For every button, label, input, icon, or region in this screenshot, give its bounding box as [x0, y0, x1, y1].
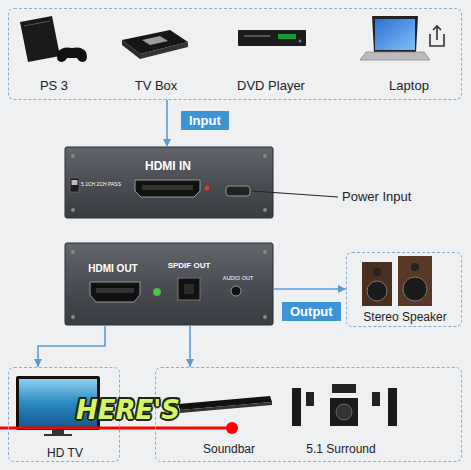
- dvd-player-icon: [278, 34, 296, 39]
- extractor-input-panel: [72, 180, 78, 185]
- stereo-speaker-icon: [411, 263, 419, 271]
- node-text: Stereo Speaker: [363, 311, 446, 324]
- stereo-speaker-icon: [362, 262, 392, 306]
- surround-speakers-icon: [306, 392, 314, 406]
- surround-speakers-icon: [336, 404, 352, 420]
- stereo-speaker-icon: [398, 256, 432, 306]
- power-input-leader: [252, 191, 338, 197]
- dvd-player-icon: [299, 40, 302, 43]
- stereo-speaker-icon: [367, 281, 387, 301]
- extractor-input-panel: [205, 186, 210, 191]
- connector-arrow: [166, 100, 168, 147]
- extractor-output-panel: [178, 278, 200, 300]
- surround-speakers-icon: [330, 398, 358, 426]
- laptop-icon: [375, 19, 415, 50]
- node-text: PS 3: [40, 79, 68, 93]
- stereo-speaker-icon: [403, 277, 427, 301]
- node-text: 5.1CH 2CH PASS: [81, 182, 121, 188]
- edge-label: Input: [181, 111, 229, 130]
- extractor-output-panel: [96, 288, 134, 293]
- connector-arrow: [189, 325, 191, 367]
- node-text: AUDIO OUT: [223, 275, 254, 281]
- extractor-output-panel: [65, 243, 273, 325]
- extractor-input-panel: [226, 186, 250, 196]
- ps3-icon: [57, 48, 87, 63]
- dvd-player-icon: [244, 35, 270, 37]
- extractor-input-panel: [70, 178, 79, 192]
- node-text: TV Box: [135, 79, 178, 93]
- connector-arrow: [273, 288, 346, 290]
- node-text: HDMI IN: [145, 160, 191, 173]
- hd-tv-icon: [44, 434, 72, 436]
- extractor-output-panel: [90, 282, 140, 302]
- node-text: Laptop: [389, 79, 429, 93]
- video-progress-bar: [0, 427, 232, 430]
- share-icon: [433, 26, 441, 40]
- tv-box-icon: [142, 36, 168, 45]
- extractor-input-panel: [263, 154, 267, 158]
- surround-speakers-icon: [292, 384, 397, 426]
- extractor-output-panel: [263, 315, 267, 319]
- extractor-input-panel: [65, 147, 273, 218]
- node-text: SPDIF OUT: [168, 262, 211, 271]
- extractor-input-panel: [65, 147, 273, 218]
- extractor-output-panel: [263, 250, 267, 254]
- extractor-output-panel: [184, 284, 194, 294]
- video-progress-bar: [226, 422, 238, 434]
- extractor-input-panel: [135, 180, 200, 197]
- node-text: HDMI OUT: [88, 263, 137, 274]
- extractor-output-panel: [71, 315, 75, 319]
- surround-speakers-icon: [372, 392, 380, 406]
- extractor-output-panel: [65, 243, 273, 325]
- node-text: DVD Player: [237, 79, 305, 93]
- extractor-output-box: HDMI OUT SPDIF OUT AUDIO OUT: [65, 243, 273, 325]
- audio-devices-box: Soundbar 5.1 Surround: [155, 367, 462, 462]
- extractor-input-box: 5.1CH 2CH PASS HDMI IN: [65, 147, 273, 218]
- surround-speakers-icon: [292, 388, 301, 426]
- laptop-icon: [372, 16, 418, 52]
- extractor-output-panel: [153, 288, 161, 296]
- ps3-icon: [20, 16, 87, 62]
- node-text: HD TV: [47, 447, 83, 460]
- extractor-input-panel: [142, 185, 193, 190]
- ps3-icon: [20, 16, 60, 62]
- surround-speakers-icon: [388, 388, 397, 426]
- video-overlay-text: HERE'S: [76, 396, 180, 425]
- edge-label: Output: [282, 302, 341, 321]
- node-text: 5.1 Surround: [306, 443, 375, 456]
- extractor-output-panel: [71, 250, 75, 254]
- speaker-box: Stereo Speaker: [346, 252, 462, 327]
- stereo-speaker-icon: [362, 256, 432, 306]
- laptop-icon: [360, 16, 430, 60]
- extractor-input-panel: [263, 208, 267, 212]
- callout-label: Power Input: [342, 190, 411, 204]
- extractor-output-panel: [231, 286, 241, 296]
- source-devices-group: PS 3 TV Box DVD Player Laptop: [8, 8, 462, 100]
- laptop-icon: [360, 52, 430, 60]
- soundbar-icon: [178, 396, 272, 413]
- tv-box-icon: [140, 42, 188, 59]
- soundbar-icon: [180, 402, 272, 413]
- extractor-input-panel: [71, 154, 75, 158]
- extractor-input-panel: [71, 208, 75, 212]
- connector-arrow: [38, 325, 105, 367]
- dvd-player-icon: [238, 30, 306, 46]
- power-input-leader: [252, 191, 338, 197]
- tv-box-icon: [122, 40, 140, 59]
- hd-tv-icon: [52, 430, 64, 434]
- node-text: Soundbar: [203, 443, 255, 456]
- ps3-icon: [24, 21, 50, 26]
- dvd-player-icon: [238, 30, 306, 46]
- surround-speakers-icon: [332, 384, 356, 393]
- share-icon: [430, 26, 444, 46]
- stereo-speaker-icon: [373, 268, 381, 276]
- tv-box-icon: [122, 30, 188, 59]
- extractor-output-panel: [155, 290, 160, 295]
